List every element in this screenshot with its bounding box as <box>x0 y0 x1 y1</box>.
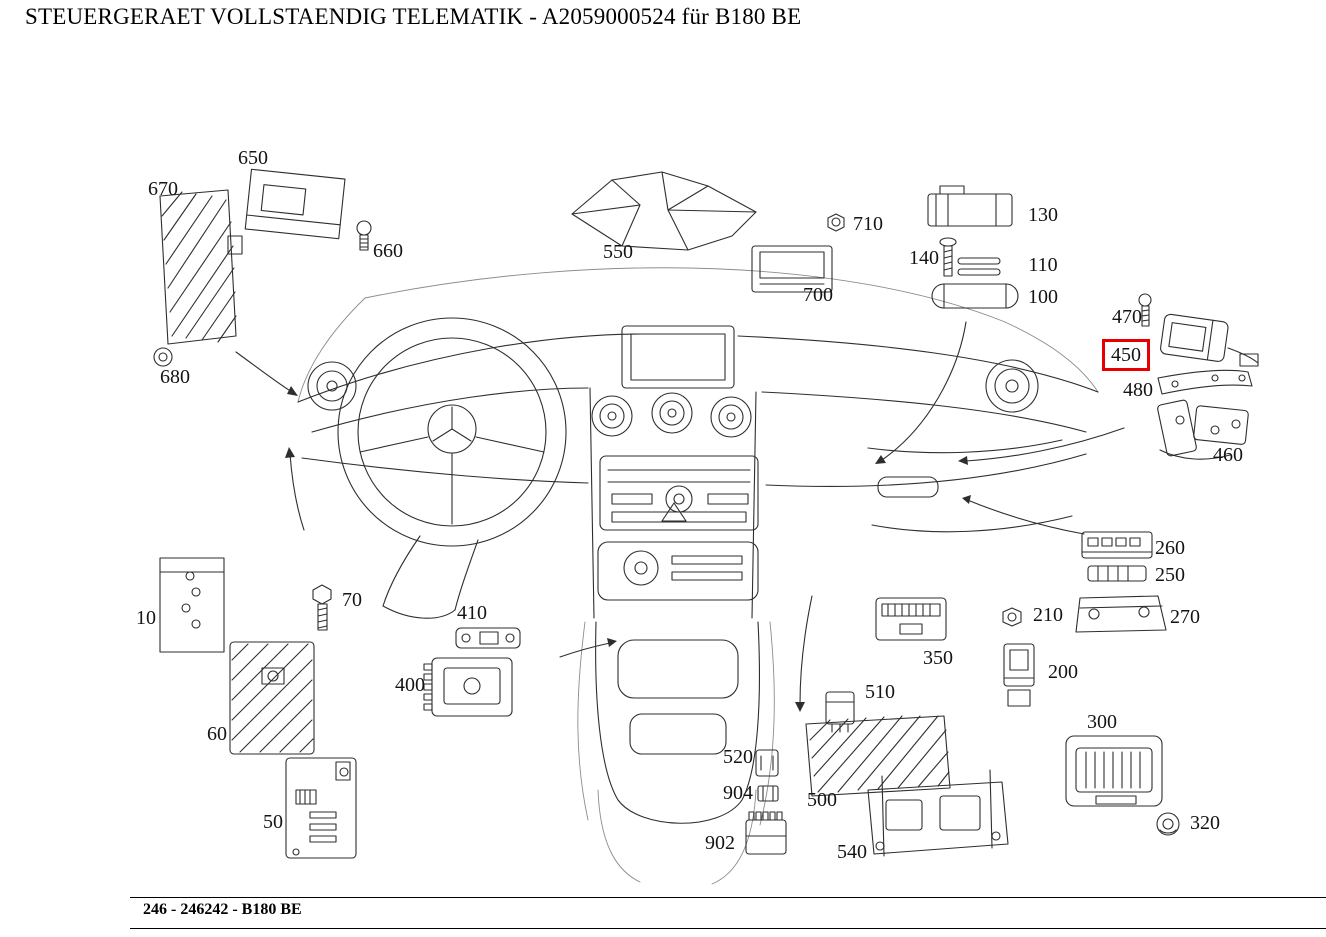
part-label-210[interactable]: 210 <box>1033 604 1063 626</box>
part-label-550[interactable]: 550 <box>603 241 633 263</box>
part-label-320[interactable]: 320 <box>1190 812 1220 834</box>
part-label-510[interactable]: 510 <box>865 681 895 703</box>
part-label-50[interactable]: 50 <box>263 811 283 833</box>
part-label-130[interactable]: 130 <box>1028 204 1058 226</box>
part-label-300[interactable]: 300 <box>1087 711 1117 733</box>
part-label-410[interactable]: 410 <box>457 602 487 624</box>
part-label-400[interactable]: 400 <box>395 674 425 696</box>
part-label-480[interactable]: 480 <box>1123 379 1153 401</box>
part-label-100[interactable]: 100 <box>1028 286 1058 308</box>
part-label-140[interactable]: 140 <box>909 247 939 269</box>
part-label-650[interactable]: 650 <box>238 147 268 169</box>
part-label-700[interactable]: 700 <box>803 284 833 306</box>
part-label-520[interactable]: 520 <box>723 746 753 768</box>
footer-divider-bottom <box>130 928 1326 929</box>
part-label-250[interactable]: 250 <box>1155 564 1185 586</box>
part-label-680[interactable]: 680 <box>160 366 190 388</box>
part-label-270[interactable]: 270 <box>1170 606 1200 628</box>
footer-divider-top <box>130 897 1326 898</box>
part-label-450[interactable]: 450 <box>1102 339 1150 371</box>
part-label-902[interactable]: 902 <box>705 832 735 854</box>
part-label-540[interactable]: 540 <box>837 841 867 863</box>
page-title: STEUERGERAET VOLLSTAENDIG TELEMATIK - A2… <box>25 4 802 29</box>
part-label-904[interactable]: 904 <box>723 782 753 804</box>
part-label-110[interactable]: 110 <box>1028 254 1058 276</box>
part-label-460[interactable]: 460 <box>1213 444 1243 466</box>
part-label-660[interactable]: 660 <box>373 240 403 262</box>
part-label-500[interactable]: 500 <box>807 789 837 811</box>
part-label-200[interactable]: 200 <box>1048 661 1078 683</box>
part-label-670[interactable]: 670 <box>148 178 178 200</box>
footer-reference: 246 - 246242 - B180 BE <box>143 901 302 918</box>
part-label-60[interactable]: 60 <box>207 723 227 745</box>
part-label-10[interactable]: 10 <box>136 607 156 629</box>
part-label-260[interactable]: 260 <box>1155 537 1185 559</box>
part-label-470[interactable]: 470 <box>1112 306 1142 328</box>
part-label-70[interactable]: 70 <box>342 589 362 611</box>
part-label-710[interactable]: 710 <box>853 213 883 235</box>
part-label-350[interactable]: 350 <box>923 647 953 669</box>
